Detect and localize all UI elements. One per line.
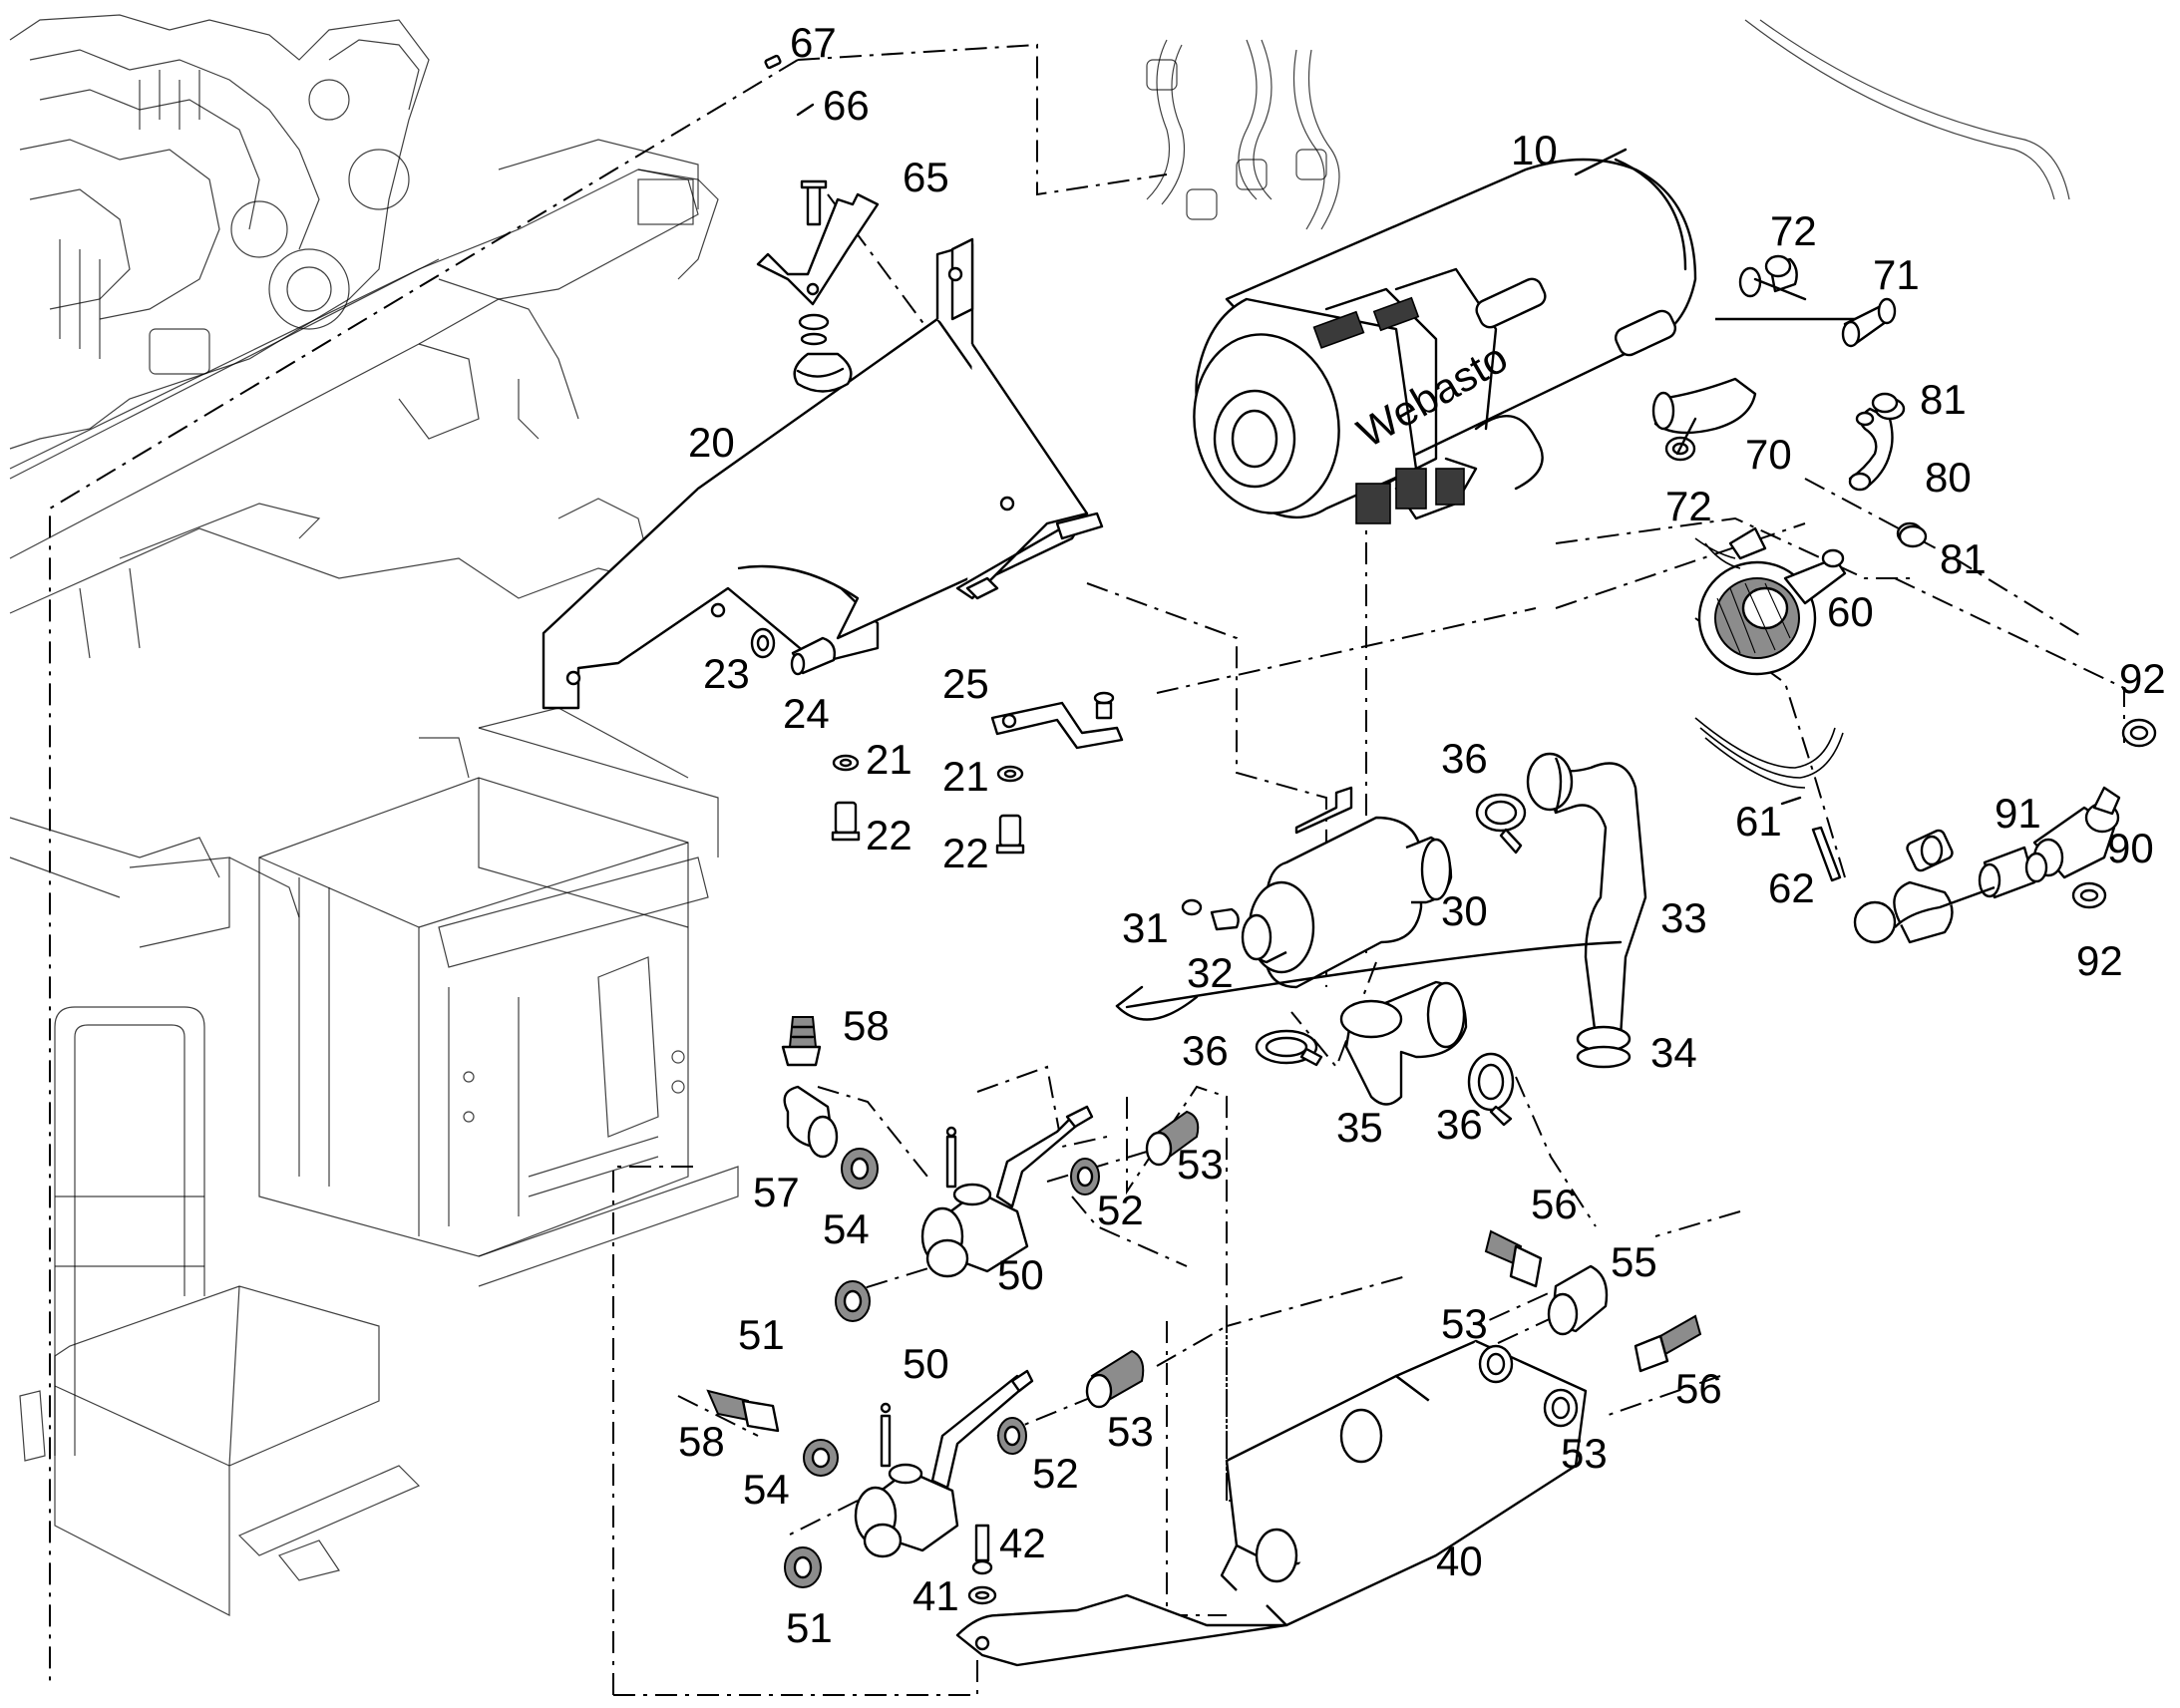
callout-30: 30 [1441, 887, 1488, 934]
callout-23: 23 [703, 650, 750, 697]
mounting-bracket [542, 237, 1104, 710]
callout-53-upper: 53 [1177, 1141, 1224, 1188]
callout-50-lower: 50 [903, 1340, 949, 1387]
callout-53-right-bottom: 53 [1561, 1430, 1608, 1477]
callout-35: 35 [1336, 1104, 1383, 1151]
callout-53-lower: 53 [1107, 1408, 1154, 1455]
callout-32: 32 [1187, 949, 1234, 996]
callout-81-bottom: 81 [1940, 535, 1987, 582]
leader-lines [1115, 148, 1807, 1021]
callout-71: 71 [1873, 251, 1920, 298]
callout-72-bottom: 72 [1665, 483, 1712, 529]
callout-90: 90 [2107, 825, 2154, 871]
battery-box-background [258, 707, 739, 1287]
callout-92-top: 92 [2119, 655, 2166, 702]
callout-62: 62 [1768, 864, 1815, 911]
callout-52-lower: 52 [1032, 1450, 1079, 1497]
exhaust-tailpipe [1526, 752, 1647, 1069]
lower-mounting-bracket [955, 1339, 1588, 1667]
callout-50-upper: 50 [997, 1251, 1044, 1298]
callout-36-right: 36 [1436, 1101, 1483, 1148]
callout-91: 91 [1995, 790, 2041, 837]
callout-36-top: 36 [1441, 735, 1488, 782]
callout-56-top: 56 [1531, 1181, 1578, 1227]
callout-52-upper: 52 [1097, 1187, 1144, 1233]
callout-10: 10 [1511, 127, 1558, 173]
water-pump [1697, 526, 1847, 676]
callout-34: 34 [1650, 1029, 1697, 1076]
callout-labels: 10 20 21 22 23 24 25 21 22 30 31 32 33 3… [678, 19, 2166, 1651]
callout-36-left: 36 [1182, 1027, 1229, 1074]
callout-81-top: 81 [1920, 376, 1967, 423]
callout-22-right: 22 [942, 830, 989, 876]
callout-55: 55 [1611, 1238, 1657, 1285]
engine-background [9, 14, 430, 450]
callout-21-left: 21 [866, 736, 912, 783]
small-bracket-25 [990, 691, 1124, 750]
hose-clamps-36 [1255, 793, 1527, 1127]
fasteners-muffler [1181, 898, 1240, 931]
callout-70: 70 [1745, 431, 1792, 478]
callout-66: 66 [823, 82, 870, 129]
callout-54-upper: 54 [823, 1205, 870, 1252]
callout-80: 80 [1925, 454, 1972, 501]
callout-25: 25 [942, 660, 989, 707]
callout-24: 24 [783, 690, 830, 737]
callout-54-lower: 54 [743, 1466, 790, 1513]
callout-56-bottom: 56 [1675, 1365, 1722, 1412]
coolant-hoses-and-pump [1651, 254, 2157, 944]
fasteners-lower-bracket [967, 1524, 997, 1605]
callout-21-right: 21 [942, 753, 989, 800]
callout-53-right-top: 53 [1441, 1300, 1488, 1347]
access-step-background [19, 1006, 421, 1616]
callout-20: 20 [688, 419, 735, 466]
callout-58-upper: 58 [843, 1002, 890, 1049]
callout-40: 40 [1436, 1537, 1483, 1584]
callout-42: 42 [999, 1520, 1046, 1566]
callout-51-lower: 51 [786, 1604, 833, 1651]
callout-92-bottom: 92 [2076, 937, 2123, 984]
callout-61: 61 [1735, 798, 1782, 845]
clamp-assembly-65 [756, 54, 880, 393]
upper-ball-valve-assembly [781, 1016, 1200, 1322]
lower-ball-valve-assembly [706, 1349, 1145, 1588]
callout-51-upper: 51 [738, 1311, 785, 1358]
callout-41: 41 [912, 1572, 959, 1619]
chassis-frame-background [9, 139, 719, 948]
callout-60: 60 [1827, 588, 1874, 635]
fasteners-bracket [750, 627, 1025, 854]
exhaust-elbow [1339, 980, 1468, 1106]
callout-33: 33 [1660, 894, 1707, 941]
hose-bundle-background [1146, 19, 2070, 230]
callout-31: 31 [1122, 904, 1169, 951]
callout-57: 57 [753, 1169, 800, 1215]
callout-22-left: 22 [866, 812, 912, 858]
heater-unit: Webasto [1193, 158, 1697, 524]
callout-67: 67 [790, 19, 837, 66]
callout-72-top: 72 [1770, 207, 1817, 254]
callout-65: 65 [903, 154, 949, 200]
right-fittings [1478, 1229, 1702, 1428]
callout-58-lower: 58 [678, 1418, 725, 1465]
exhaust-muffler [1241, 786, 1453, 989]
